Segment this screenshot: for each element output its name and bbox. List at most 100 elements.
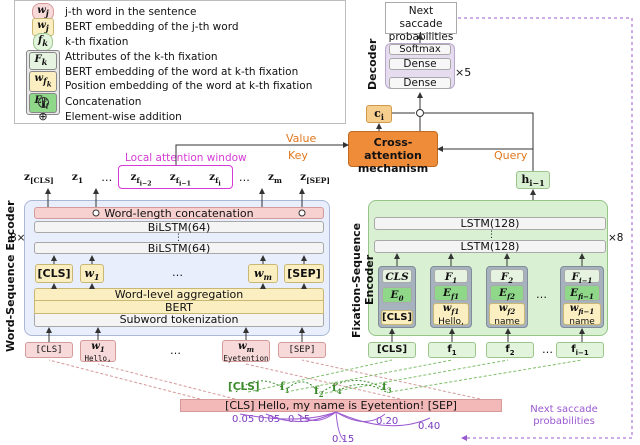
legend: wj j-th word in the sentence wj BERT emb… — [14, 0, 346, 124]
ellipsis: … — [238, 171, 250, 184]
element-wise-addition-icon: ⊕ — [38, 110, 48, 123]
lstm-layer: LSTM(128) — [374, 240, 606, 253]
token-sep: [SEP] — [284, 264, 324, 283]
legend-text: Position embedding of the word at k-th f… — [65, 80, 313, 92]
z-output: zfi−2 — [130, 171, 152, 188]
position-embedding: Ef2 — [490, 285, 524, 301]
ellipsis: … — [172, 266, 183, 279]
fixation-input-cls: [CLS] — [368, 342, 416, 358]
probability-arc — [239, 411, 337, 420]
token-cls: [CLS] — [35, 264, 73, 283]
legend-row: wj j-th word in the sentence — [21, 3, 197, 21]
dense-layer: Dense — [389, 77, 451, 89]
legend-row: ⊕ Element-wise addition — [21, 109, 181, 125]
context-vector: ci — [366, 105, 392, 123]
dashed-link — [319, 359, 509, 395]
position-embedding: E0 — [382, 287, 412, 303]
scanpath-arc — [235, 380, 284, 393]
dashed-link — [301, 359, 481, 400]
ellipsis: … — [536, 288, 547, 301]
lstm-repeat: ×8 — [608, 232, 624, 244]
arrow — [175, 142, 349, 165]
dashed-link — [285, 359, 453, 393]
concatenation-icon — [92, 209, 100, 217]
softmax-layer: Softmax — [389, 44, 451, 55]
z-output: zfi — [209, 171, 221, 188]
word-input-sep: [SEP] — [278, 342, 326, 358]
legend-text: BERT embedding of the word at k-th fixat… — [65, 66, 299, 78]
word-input-cls: [CLS] — [25, 342, 73, 358]
local-attention-label: Local attention window — [125, 152, 247, 164]
scanpath-arc — [339, 384, 387, 393]
probability-label: 0.05 — [232, 414, 255, 425]
probability-arc — [265, 411, 337, 423]
hidden-state-h: hi−1 — [516, 171, 550, 189]
value-label: Value — [286, 132, 317, 145]
probability-arc — [335, 411, 345, 441]
fixation-label: f4 — [332, 381, 342, 397]
legend-text: j-th word in the sentence — [65, 6, 197, 18]
word-level-aggregation: Word-level aggregation — [34, 288, 324, 301]
decoder-repeat: ×5 — [455, 66, 472, 79]
fixation-stack-symbol: Fk wfk Efi — [26, 50, 60, 116]
bert-embedding-symbol: wj — [32, 18, 54, 36]
probability-label: 0.05 — [258, 414, 281, 425]
fixation-input: f2 — [486, 342, 534, 358]
bilstm-repeat: 8× — [10, 232, 26, 244]
probability-label: 0.15 — [288, 414, 311, 425]
token-w1: w1 — [80, 264, 104, 283]
word-outputs-row: z[CLS] z1 … zfi−2 zfi−1 zfi … zm z[SEP] — [24, 171, 330, 188]
probability-arc — [297, 411, 337, 421]
dashed-link — [247, 359, 393, 393]
fixation-column: CLS E0 [CLS] — [378, 266, 416, 328]
legend-text: Concatenation — [65, 96, 142, 108]
scanpath-arc — [287, 381, 319, 393]
bilstm-layer: BiLSTM(64) — [34, 221, 324, 234]
ellipsis: … — [170, 344, 181, 357]
probability-label: 0.20 — [376, 416, 399, 427]
z-output: zfi−1 — [169, 171, 191, 188]
local-attention-window — [118, 165, 233, 189]
dense-layer: Dense — [389, 58, 451, 70]
arrow — [424, 112, 534, 171]
fixation-attribute: Fi−1 — [564, 269, 600, 285]
z-output: z[CLS] — [24, 171, 54, 186]
fixation-attribute: F2 — [490, 269, 524, 285]
concatenation-icon — [416, 109, 424, 117]
dashed-link — [97, 363, 236, 400]
word-length-concat: Word-length concatenation — [34, 207, 324, 220]
z-output: zm — [268, 171, 282, 186]
legend-text: Attributes of the k-th fixation — [65, 51, 218, 63]
cls-token: [CLS] — [381, 310, 413, 325]
dashed-link — [389, 359, 583, 393]
probability-arc — [335, 411, 386, 422]
probability-label: 0.40 — [418, 421, 441, 432]
word-token-symbol: wj — [32, 3, 54, 21]
next-saccade-output: Next saccade probabilities — [385, 2, 457, 43]
cross-attention-block: Cross-attention mechanism — [348, 131, 438, 175]
legend-text: k-th fixation — [65, 36, 129, 48]
probability-arc — [335, 411, 431, 427]
query-label: Query — [494, 149, 528, 162]
token-wm: wm — [248, 264, 278, 283]
dashed-link — [245, 363, 401, 400]
legend-row: Fk wfk Efi Attributes of the k-th fixati… — [21, 50, 313, 116]
legend-row: wj BERT embedding of the j-th word — [21, 18, 239, 36]
concatenation-icon — [298, 209, 306, 217]
fixation-label: [CLS] — [228, 381, 260, 393]
fixation-attribute: F1 — [434, 269, 468, 285]
feedback-loop — [458, 17, 633, 441]
bert-layer: BERT — [34, 300, 324, 314]
z-output: z[SEP] — [300, 171, 330, 186]
ellipsis: … — [542, 343, 553, 356]
sentence-strip: [CLS] Hello, my name is Eyetention! [SEP… — [180, 399, 502, 412]
subword-tokenization: Subword tokenization — [34, 314, 324, 327]
